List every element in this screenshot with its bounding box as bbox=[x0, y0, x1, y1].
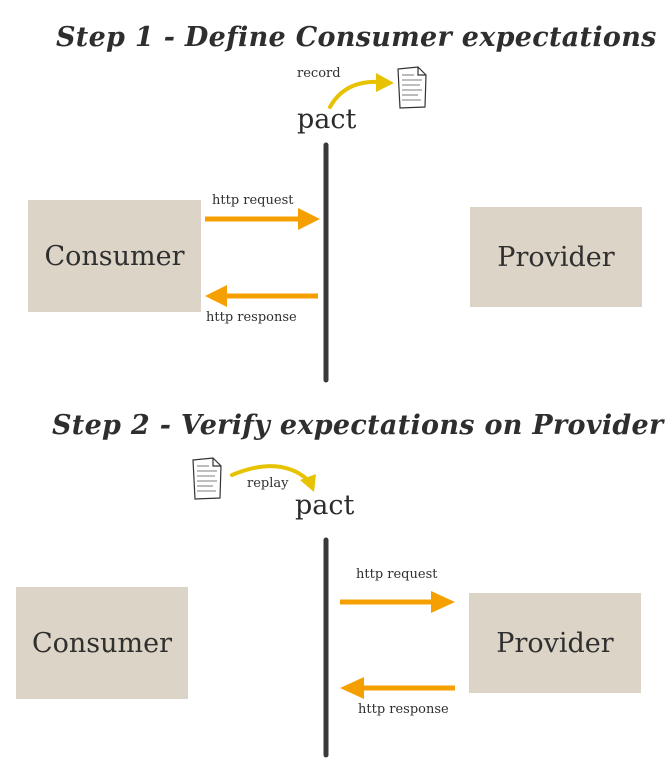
provider-box-step2: Provider bbox=[469, 593, 641, 693]
consumer-label-step2: Consumer bbox=[31, 627, 173, 659]
replay-label: replay bbox=[247, 476, 289, 491]
consumer-box-step2: Consumer bbox=[16, 587, 188, 699]
record-label: record bbox=[297, 66, 341, 81]
document-icon bbox=[192, 457, 222, 500]
provider-label-step1: Provider bbox=[497, 241, 615, 273]
http-request-label-step2: http request bbox=[356, 567, 438, 582]
request-arrow-step1 bbox=[205, 208, 320, 230]
response-arrow-step1 bbox=[205, 285, 318, 307]
consumer-box-step1: Consumer bbox=[28, 200, 201, 312]
consumer-label-step1: Consumer bbox=[44, 240, 185, 272]
document-icon bbox=[397, 66, 427, 109]
step1-title: Step 1 - Define Consumer expectations bbox=[56, 22, 657, 53]
request-arrow-step2 bbox=[340, 591, 455, 613]
http-request-label-step1: http request bbox=[212, 193, 294, 208]
record-curve-arrow bbox=[328, 73, 394, 109]
http-response-label-step1: http response bbox=[206, 310, 297, 325]
pact-label-step1: pact bbox=[297, 104, 357, 135]
response-arrow-step2 bbox=[340, 677, 455, 699]
pact-label-step2: pact bbox=[295, 490, 355, 521]
replay-curve-arrow bbox=[230, 464, 316, 492]
provider-label-step2: Provider bbox=[496, 627, 614, 659]
http-response-label-step2: http response bbox=[358, 702, 449, 717]
step2-title: Step 2 - Verify expectations on Provider bbox=[52, 410, 664, 441]
provider-box-step1: Provider bbox=[470, 207, 642, 307]
